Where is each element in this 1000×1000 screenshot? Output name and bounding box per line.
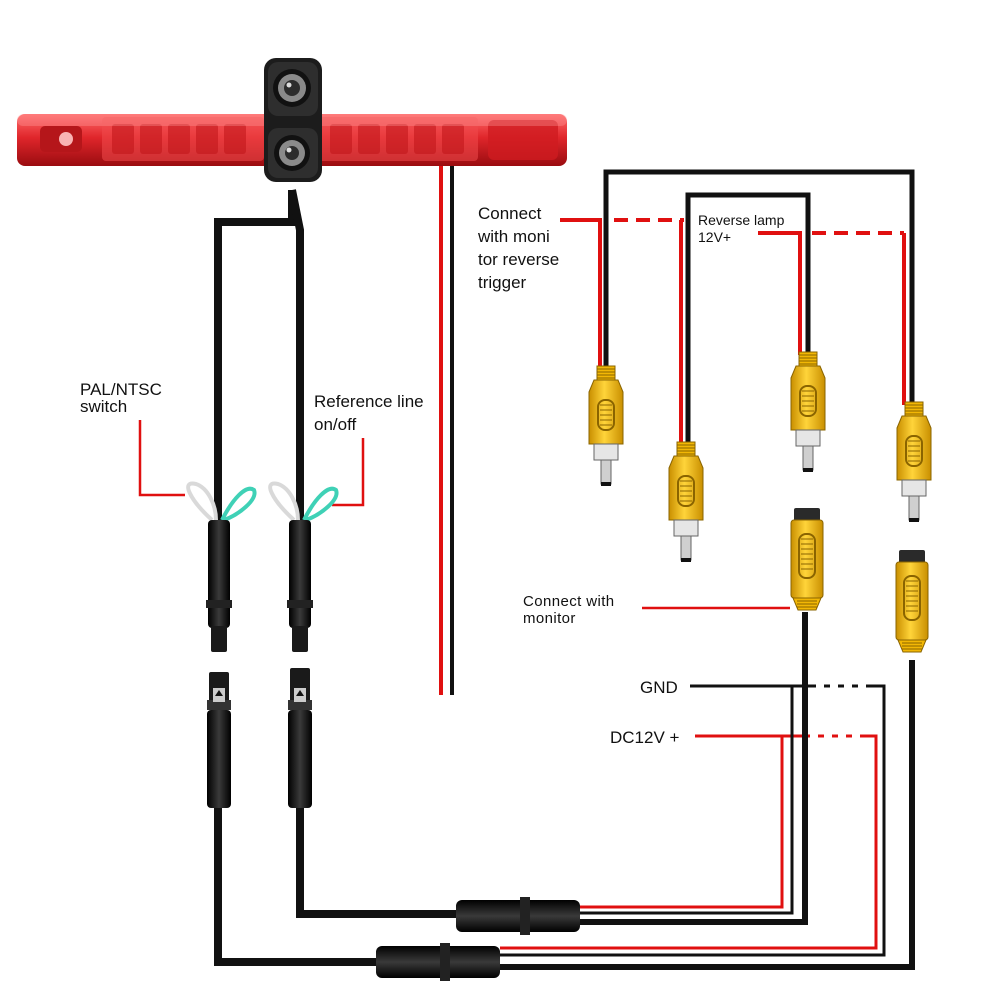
monitor-reverse-label-1: Connect bbox=[478, 204, 542, 223]
camera-cable-right bbox=[288, 189, 304, 520]
connector-female-right bbox=[289, 520, 311, 628]
connector-female-left bbox=[208, 520, 230, 628]
pal-ntsc-leader bbox=[138, 420, 185, 497]
pal-loop-cyan bbox=[220, 486, 257, 522]
gnd-wire bbox=[500, 684, 886, 957]
connect-monitor-label-2: monitor bbox=[523, 610, 576, 627]
rear-video-cable bbox=[500, 660, 915, 970]
rca2-black-wire bbox=[685, 192, 811, 445]
rca-plug-4 bbox=[896, 401, 932, 522]
ref-loop-cyan bbox=[302, 486, 339, 522]
rca-plug-1 bbox=[588, 365, 624, 486]
round-connectors bbox=[206, 520, 313, 808]
inline-connectors bbox=[376, 897, 580, 981]
dc12v-label: DC12V + bbox=[610, 728, 680, 747]
lower-cable-right bbox=[296, 800, 458, 918]
reverse-lamp-label-1: Reverse lamp bbox=[698, 212, 785, 228]
monitor-reverse-label-3: tor reverse bbox=[478, 250, 559, 269]
dual-camera-icon bbox=[264, 58, 322, 182]
inline1-black bbox=[580, 686, 794, 915]
gnd-label: GND bbox=[640, 678, 678, 697]
lower-cable-left bbox=[214, 800, 380, 966]
connect-monitor-label-1: Connect with bbox=[523, 593, 615, 610]
rca1-red-wire bbox=[560, 218, 602, 370]
monitor-reverse-label-2: with moni bbox=[477, 227, 550, 246]
dc12v-wire bbox=[500, 734, 878, 950]
reference-line-label-1: Reference line bbox=[314, 392, 424, 411]
reference-line-label-2: on/off bbox=[314, 415, 357, 434]
camera-cable-left bbox=[214, 190, 296, 520]
rca3-red-wire bbox=[758, 231, 802, 355]
reverse-lamp-label-2: 12V+ bbox=[698, 229, 731, 245]
rca-plug-3 bbox=[790, 351, 826, 472]
wires bbox=[138, 165, 915, 970]
reference-leader bbox=[332, 438, 365, 507]
switch-loops bbox=[186, 481, 339, 522]
pal-ntsc-label-1: PAL/NTSC bbox=[80, 380, 162, 399]
rca-connectors bbox=[588, 351, 932, 653]
pal-loop-white bbox=[186, 481, 218, 522]
inline1-red bbox=[580, 736, 784, 909]
inline-connector-lower bbox=[376, 946, 500, 978]
monitor-reverse-label-4: trigger bbox=[478, 273, 527, 292]
ref-loop-white bbox=[268, 481, 300, 522]
rca-socket-rear bbox=[895, 550, 929, 653]
pal-ntsc-label-2: switch bbox=[80, 397, 127, 416]
labels: PAL/NTSC switch Reference line on/off Co… bbox=[80, 204, 785, 747]
rca-plug-2 bbox=[668, 441, 704, 562]
monitor-video-cable bbox=[580, 612, 808, 925]
rca-socket-monitor bbox=[790, 508, 824, 611]
rca1-black-wire bbox=[603, 169, 915, 500]
inline-connector-upper bbox=[456, 900, 580, 932]
